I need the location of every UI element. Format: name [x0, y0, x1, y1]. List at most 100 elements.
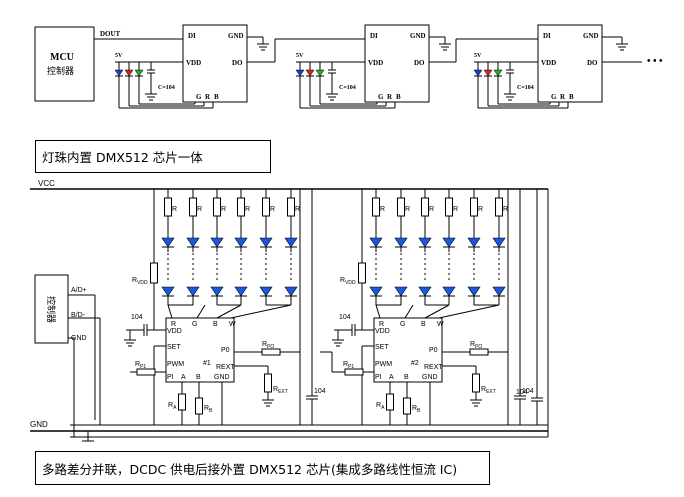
led-upper — [369, 237, 383, 248]
rb-label: RB — [204, 405, 213, 414]
svg-text:PWM: PWM — [167, 361, 184, 368]
led-upper — [418, 237, 432, 248]
svg-text:VDD: VDD — [375, 328, 390, 335]
resistor-2-1 — [372, 197, 380, 217]
caption-integrated-led-text: 灯珠内置 DMX512 芯片一体 — [42, 150, 203, 165]
chip-module-3 — [537, 24, 603, 103]
svg-text:SET: SET — [375, 344, 389, 351]
led-lower — [210, 286, 224, 297]
led-upper — [492, 237, 506, 248]
ra-label: RA — [168, 402, 177, 411]
led-upper — [210, 237, 224, 248]
svg-text:A: A — [389, 374, 394, 381]
svg-text:G: G — [378, 93, 384, 101]
rpo-label: RPO — [262, 341, 274, 350]
led-upper — [186, 237, 200, 248]
resistor-label: R — [453, 206, 458, 213]
led-lower — [161, 286, 175, 297]
svg-text:GND: GND — [214, 374, 230, 381]
svg-text:DI: DI — [543, 32, 551, 40]
rext-label: REXT — [273, 386, 288, 395]
mcu-subtitle: 控制器 — [47, 65, 74, 76]
controller-label: 控制器 — [46, 296, 57, 323]
svg-text:A/D+: A/D+ — [71, 287, 87, 294]
led-upper — [442, 237, 456, 248]
vcc-label: VCC — [38, 179, 55, 188]
rpo-label: RPO — [470, 341, 482, 350]
caption-external-chip-text: 多路差分并联，DCDC 供电后接外置 DMX512 芯片(集成多路线性恒流 IC… — [42, 461, 458, 477]
svg-text:VDD: VDD — [368, 59, 383, 67]
svg-text:C=104: C=104 — [517, 85, 534, 91]
resistor-label: R — [503, 206, 508, 213]
svg-text:GND: GND — [422, 374, 438, 381]
gnd-rail-label: GND — [30, 420, 48, 429]
rp1-label: RP1 — [135, 361, 146, 370]
resistor-1-2 — [189, 197, 197, 217]
led-lower — [369, 286, 383, 297]
chip-1-label: #1 — [203, 360, 211, 367]
svg-text:DI: DI — [370, 32, 378, 40]
cap-104-label: 104 — [131, 314, 143, 321]
svg-text:PI: PI — [167, 374, 174, 381]
svg-text:A: A — [181, 374, 186, 381]
svg-text:C=104: C=104 — [339, 85, 356, 91]
svg-text:SET: SET — [167, 344, 181, 351]
svg-text:C=104: C=104 — [158, 85, 175, 91]
rb-resistor-2 — [403, 397, 411, 415]
led-upper — [161, 237, 175, 248]
chip-2-label: #2 — [411, 360, 419, 367]
resistor-label: R — [478, 206, 483, 213]
led-lower — [418, 286, 432, 297]
led-upper — [259, 237, 273, 248]
rext-label: REXT — [481, 386, 496, 395]
led-upper — [467, 237, 481, 248]
svg-text:B: B — [421, 321, 426, 328]
resistor-label: R — [295, 206, 300, 213]
svg-text:R: R — [560, 93, 566, 101]
svg-text:PI: PI — [375, 374, 382, 381]
led-lower — [259, 286, 273, 297]
rvdd-label: RVDD — [132, 277, 148, 286]
svg-text:P0: P0 — [429, 347, 438, 354]
resistor-label: R — [172, 206, 177, 213]
svg-text:B: B — [396, 93, 401, 101]
rb-label: RB — [412, 405, 421, 414]
continuation-ellipsis: • • • — [647, 56, 663, 67]
rext-resistor-2 — [472, 373, 480, 393]
resistor-1-5 — [262, 197, 270, 217]
svg-text:PWM: PWM — [375, 361, 392, 368]
svg-text:VDD: VDD — [541, 59, 556, 67]
svg-text:5V: 5V — [296, 53, 304, 59]
svg-text:B: B — [213, 321, 218, 328]
svg-text:5V: 5V — [474, 53, 482, 59]
resistor-label: R — [197, 206, 202, 213]
rvdd-resistor-2 — [358, 262, 366, 284]
svg-text:R: R — [387, 93, 393, 101]
resistor-1-1 — [164, 197, 172, 217]
svg-text:GND: GND — [410, 32, 426, 40]
led-upper — [394, 237, 408, 248]
chip-module-2 — [364, 24, 430, 103]
svg-text:B: B — [196, 374, 201, 381]
resistor-2-5 — [470, 197, 478, 217]
svg-text:DO: DO — [587, 59, 598, 67]
svg-text:R: R — [379, 321, 384, 328]
svg-text:G: G — [196, 93, 202, 101]
svg-text:DI: DI — [188, 32, 196, 40]
svg-text:DO: DO — [414, 59, 425, 67]
led-lower — [467, 286, 481, 297]
resistor-label: R — [405, 206, 410, 213]
svg-text:R: R — [171, 321, 176, 328]
resistor-1-3 — [213, 197, 221, 217]
led-upper — [234, 237, 248, 248]
resistor-label: R — [270, 206, 275, 213]
led-lower — [492, 286, 506, 297]
svg-text:W: W — [437, 321, 444, 328]
resistor-label: R — [380, 206, 385, 213]
cap-104b-label: 104 — [314, 388, 326, 395]
rext-resistor-1 — [264, 373, 272, 393]
rp1-label: RP1 — [343, 361, 354, 370]
resistor-2-3 — [421, 197, 429, 217]
